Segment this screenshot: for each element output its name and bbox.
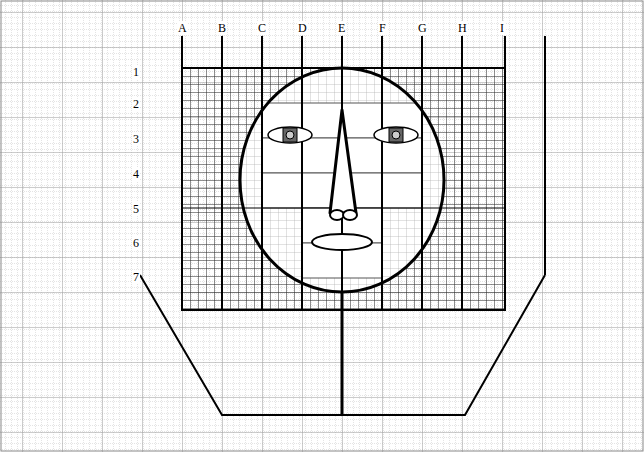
row-number: 7	[132, 270, 140, 284]
row-number: 6	[132, 236, 140, 250]
row-number: 3	[132, 132, 140, 146]
column-letter: E	[337, 21, 346, 35]
column-letter: G	[417, 21, 428, 35]
row-number: 2	[132, 97, 140, 111]
column-letter: I	[499, 21, 505, 35]
column-letter: F	[378, 21, 387, 35]
row-number: 1	[132, 65, 140, 79]
row-number: 5	[132, 202, 140, 216]
column-letter: A	[177, 21, 188, 35]
column-letter: B	[217, 21, 227, 35]
column-letter: C	[257, 21, 267, 35]
row-number: 4	[132, 167, 140, 181]
column-letter: H	[457, 21, 468, 35]
column-letter: D	[297, 21, 308, 35]
